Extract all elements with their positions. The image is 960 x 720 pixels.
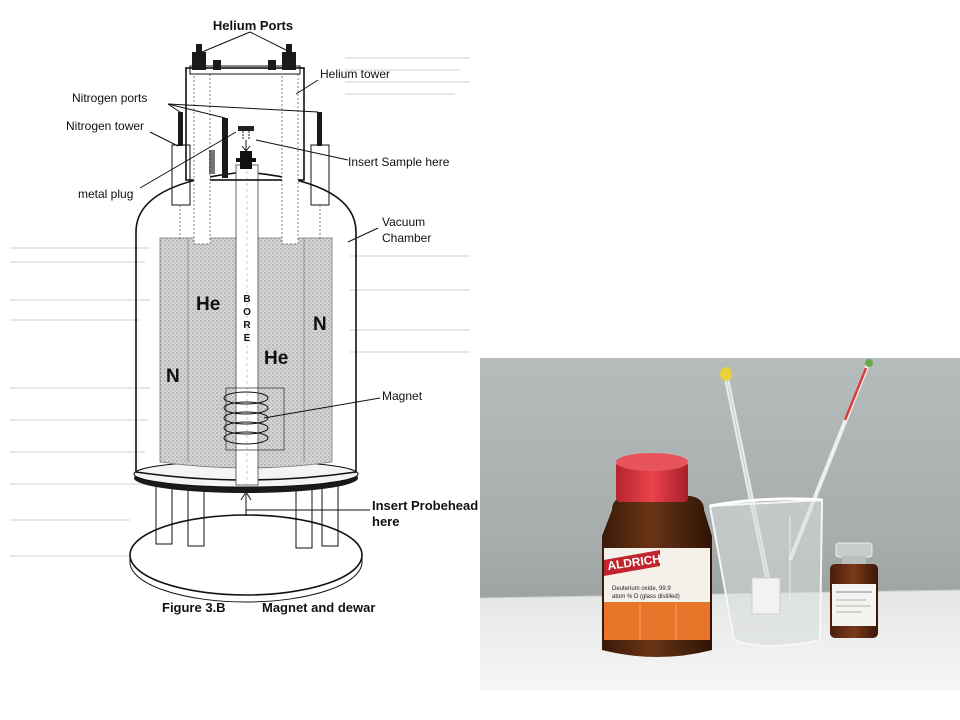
bottle-text-line2: atom % D (glass distilled) [612,594,680,600]
probehead-arrow [240,491,252,516]
helium-port [268,44,296,70]
bore-letter: E [244,333,251,344]
label-helium-ports: Helium Ports [213,18,293,33]
region-label-he-right: He [264,348,288,369]
magnet-dewar-diagram: Helium Ports Helium tower Nitrogen ports… [10,18,478,615]
dewar-base-plate-edge [129,555,363,603]
bore-label: B O R E [243,294,251,344]
metal-plug [236,151,256,169]
bottle-text-line1: Deuterium oxide, 99.9 [612,586,671,592]
bore-letter: B [243,294,250,305]
bottle-label-orange [604,602,710,640]
dewar-leg [155,481,173,545]
label-metal-plug: metal plug [78,187,133,201]
label-insert-sample: Insert Sample here [348,155,450,169]
dewar-leg [187,485,205,547]
nitrogen-tower-right [310,112,330,240]
label-insert-probehead-line1: Insert Probehead [372,498,478,513]
label-magnet: Magnet [382,389,423,403]
helium-port [192,44,221,70]
label-nitrogen-tower: Nitrogen tower [66,119,144,133]
label-insert-probehead-line2: here [372,514,399,529]
nitrogen-port-center [209,118,228,178]
sample-photo: ALDRICH Deuterium oxide, 99.9 atom % D (… [479,358,960,690]
label-helium-tower: Helium tower [320,67,390,81]
magnet-coil [223,387,285,451]
scan-background-texture [10,57,470,557]
region-label-n-left: N [166,366,180,387]
leader-lines [139,31,381,511]
helium-tower [185,65,305,245]
region-label-n-right: N [313,314,327,335]
dewar-leg [295,485,313,549]
nitrogen-tower-left [171,112,191,240]
dewar-leg [321,481,339,547]
region-label-he-left: He [196,294,220,315]
glass-beaker [708,497,824,647]
label-vacuum-chamber-line2: Chamber [382,231,431,245]
figure-caption-title: Magnet and dewar [262,600,375,615]
aldrich-bottle: ALDRICH Deuterium oxide, 99.9 atom % D (… [602,453,712,657]
figure-caption-number: Figure 3.B [162,600,226,615]
bore-letter: R [243,320,251,331]
label-nitrogen-ports: Nitrogen ports [72,91,147,105]
label-vacuum-chamber-line1: Vacuum [382,215,425,229]
bore-letter: O [243,307,251,318]
sample-vial [830,542,878,638]
dewar-base-plate [129,514,363,596]
sample-insert [238,126,254,152]
